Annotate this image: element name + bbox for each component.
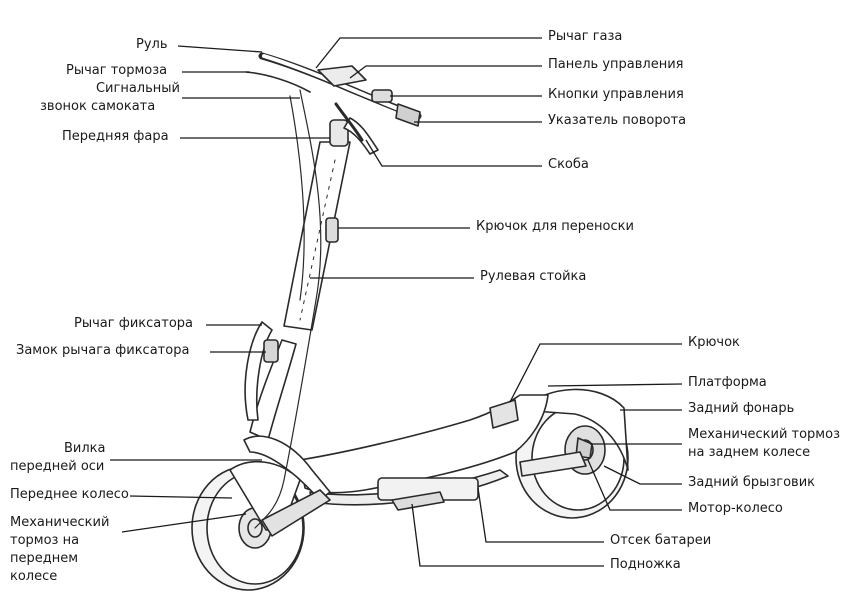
label-front-brake-line1: Механический (10, 515, 110, 530)
label-steering-column: Рулевая стойка (480, 269, 587, 284)
leader-battery (477, 487, 604, 543)
leader-handlebar (177, 45, 263, 53)
rear-fender-shape (519, 388, 629, 471)
label-rear-brake-line1: Механический тормоз (688, 427, 840, 442)
label-turn-signal: Указатель поворота (548, 113, 687, 128)
label-motor-wheel: Мотор-колесо (688, 501, 783, 516)
label-rear-fender: Задний брызговик (688, 475, 816, 490)
label-battery: Отсек батареи (610, 533, 712, 548)
label-headlight: Передняя фара (62, 129, 169, 144)
label-dashboard: Панель управления (548, 57, 684, 72)
leader-bracket (365, 139, 542, 167)
deck-shape (299, 394, 549, 494)
label-front-brake-line4: колесе (10, 569, 58, 584)
label-rear-brake-line2: на заднем колесе (688, 445, 811, 460)
label-handlebar: Руль (136, 37, 168, 52)
label-throttle: Рычаг газа (548, 29, 623, 44)
label-fork-line1: Вилка (64, 441, 106, 456)
label-deck: Платформа (688, 375, 767, 390)
label-folding-lock: Замок рычага фиксатора (16, 343, 190, 358)
label-brake-lever: Рычаг тормоза (66, 63, 168, 78)
label-carry-hook: Крючок для переноски (476, 219, 634, 234)
label-tail-light: Задний фонарь (688, 401, 795, 416)
label-hook: Крючок (688, 335, 740, 350)
label-fork-line2: передней оси (10, 459, 105, 474)
leader-kickstand (411, 503, 604, 567)
leader-front-wheel (129, 495, 233, 499)
leader-deck (547, 383, 683, 387)
label-folding-lever: Рычаг фиксатора (74, 316, 193, 331)
label-bell-line2: звонок самоката (40, 99, 156, 114)
leader-hook (509, 343, 682, 403)
leader-rear-fender (603, 465, 682, 485)
leader-front-brake (121, 513, 247, 533)
folding-lock-shape (263, 339, 279, 363)
label-kickstand: Подножка (610, 557, 681, 572)
leader-throttle (315, 37, 542, 69)
label-bell-line1: Сигнальный (95, 81, 180, 96)
leader-dashboard (349, 65, 542, 79)
label-bracket: Скоба (548, 157, 589, 172)
label-front-wheel: Переднее колесо (10, 487, 129, 502)
leader-motor-wheel (587, 459, 682, 511)
kickstand-shape (391, 491, 445, 511)
label-front-brake-line2: тормоз на (10, 533, 80, 548)
label-front-brake-line3: переднем (10, 551, 79, 566)
label-control-buttons: Кнопки управления (548, 87, 684, 102)
